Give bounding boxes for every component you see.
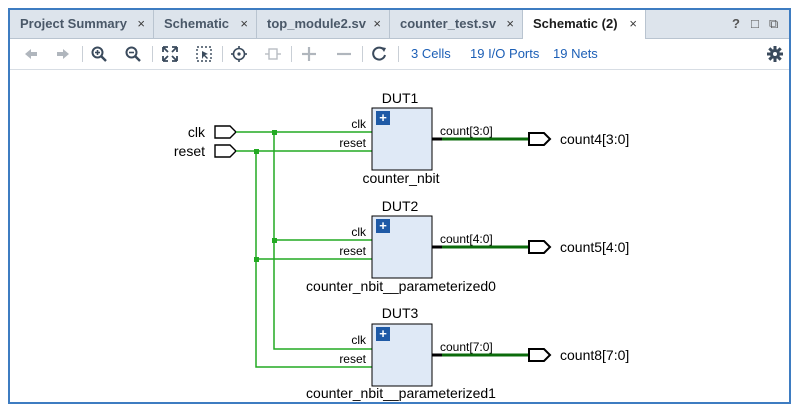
- tab-label: Project Summary: [20, 16, 127, 31]
- port-label: reset: [174, 143, 205, 159]
- close-icon[interactable]: ×: [373, 16, 381, 31]
- pin-reset: reset: [339, 244, 366, 258]
- cells-link[interactable]: 3 Cells: [411, 46, 451, 61]
- pin-count: count[4:0]: [440, 232, 493, 246]
- port-label: count4[3:0]: [560, 131, 629, 147]
- refresh-icon[interactable]: [370, 45, 388, 63]
- tab-label: top_module2.sv: [267, 16, 366, 31]
- back-arrow-icon[interactable]: [22, 45, 40, 63]
- tab-project-summary[interactable]: Project Summary ×: [10, 10, 154, 38]
- port-label: clk: [188, 124, 206, 140]
- help-icon[interactable]: ?: [732, 16, 740, 31]
- float-icon[interactable]: ⧉: [769, 16, 779, 31]
- zoom-out-icon[interactable]: [124, 45, 142, 63]
- schematic-canvas[interactable]: clk reset DUT1 + c: [10, 70, 789, 402]
- pin-clk: clk: [351, 117, 367, 131]
- close-icon[interactable]: ×: [506, 16, 514, 31]
- forward-arrow-icon[interactable]: [54, 45, 72, 63]
- pin-clk: clk: [351, 225, 367, 239]
- pin-count: count[3:0]: [440, 124, 493, 138]
- fit-view-icon[interactable]: [161, 45, 179, 63]
- pin-count: count[7:0]: [440, 340, 493, 354]
- tab-top-module2[interactable]: top_module2.sv ×: [257, 10, 390, 38]
- schematic-window: Project Summary × Schematic × top_module…: [8, 8, 791, 404]
- input-port-clk[interactable]: clk: [188, 124, 237, 140]
- toolbar-divider: [291, 46, 292, 62]
- crosshair-icon[interactable]: [230, 45, 248, 63]
- io-ports-link[interactable]: 19 I/O Ports: [470, 46, 540, 61]
- toolbar-divider: [362, 46, 363, 62]
- expand-cell-icon[interactable]: [376, 219, 390, 233]
- toolbar-divider: [398, 46, 399, 62]
- expand-cell-icon[interactable]: [376, 327, 390, 341]
- zoom-in-icon[interactable]: [90, 45, 108, 63]
- expand-plus-glyph: +: [379, 218, 387, 233]
- instance-name: DUT1: [382, 90, 419, 106]
- toolbar-divider: [82, 46, 83, 62]
- tab-label: counter_test.sv: [400, 16, 497, 31]
- tab-label: Schematic: [164, 16, 230, 31]
- expand-cell-icon[interactable]: [376, 111, 390, 125]
- output-port-count5[interactable]: count5[4:0]: [528, 239, 629, 255]
- instance-name: DUT2: [382, 198, 419, 214]
- expand-plus-glyph: +: [379, 110, 387, 125]
- cell-type: counter_nbit: [362, 170, 439, 186]
- net-junctions: [254, 130, 277, 262]
- net-clk[interactable]: [236, 131, 372, 350]
- close-icon[interactable]: ×: [629, 16, 637, 31]
- instance-name: DUT3: [382, 305, 419, 321]
- tab-counter-test[interactable]: counter_test.sv ×: [390, 10, 523, 38]
- cell-type: counter_nbit__parameterized0: [306, 278, 496, 294]
- port-label: count8[7:0]: [560, 347, 629, 363]
- zoom-selection-icon[interactable]: [195, 45, 213, 63]
- port-label: count5[4:0]: [560, 239, 629, 255]
- route-icon[interactable]: [264, 45, 282, 63]
- toolbar-divider: [222, 46, 223, 62]
- output-port-count4[interactable]: count4[3:0]: [528, 131, 629, 147]
- gear-icon[interactable]: [766, 45, 784, 63]
- pin-reset: reset: [339, 352, 366, 366]
- pin-reset: reset: [339, 136, 366, 150]
- tab-bar: Project Summary × Schematic × top_module…: [10, 10, 789, 39]
- collapse-minus-icon[interactable]: [335, 45, 353, 63]
- tab-label: Schematic (2): [533, 16, 618, 31]
- instance-dut1[interactable]: DUT1 + clk reset count[3:0] counter_nbit: [339, 90, 492, 186]
- cell-type: counter_nbit__parameterized1: [306, 385, 496, 401]
- tab-schematic-2[interactable]: Schematic (2) ×: [523, 10, 646, 39]
- toolbar: 3 Cells 19 I/O Ports 19 Nets: [10, 39, 789, 70]
- instance-dut2[interactable]: DUT2 + clk reset count[4:0] counter_nbit…: [306, 198, 496, 294]
- toolbar-divider: [152, 46, 153, 62]
- output-port-count8[interactable]: count8[7:0]: [528, 347, 629, 363]
- pin-clk: clk: [351, 333, 367, 347]
- instance-dut3[interactable]: DUT3 + clk reset count[7:0] counter_nbit…: [306, 305, 496, 401]
- close-icon[interactable]: ×: [137, 16, 145, 31]
- close-icon[interactable]: ×: [240, 16, 248, 31]
- expand-plus-glyph: +: [379, 326, 387, 341]
- nets-link[interactable]: 19 Nets: [553, 46, 598, 61]
- maximize-icon[interactable]: □: [751, 16, 759, 31]
- tab-schematic[interactable]: Schematic ×: [154, 10, 257, 38]
- expand-plus-icon[interactable]: [300, 45, 318, 63]
- input-port-reset[interactable]: reset: [174, 143, 237, 159]
